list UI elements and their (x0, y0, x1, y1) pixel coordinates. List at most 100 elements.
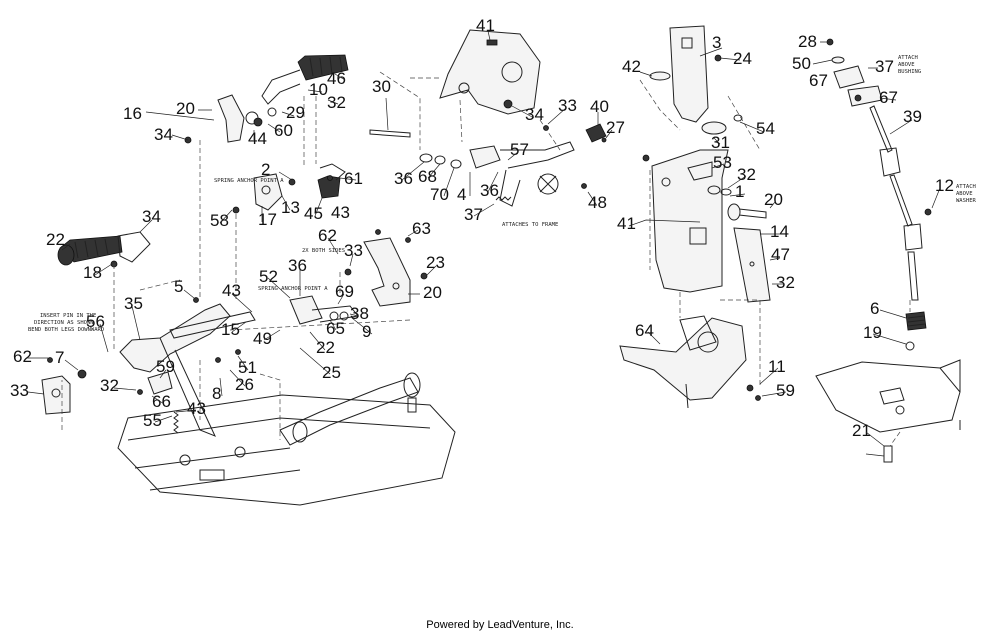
callout-64: 19 (863, 323, 882, 342)
callout-70: 4 (457, 185, 466, 204)
callout-56: 15 (221, 320, 240, 339)
callout-43-low: 55 (143, 411, 162, 430)
callout-63: 62 (318, 226, 337, 245)
callout-10: 10 (309, 80, 328, 99)
left-assembly (41, 54, 456, 506)
callout-40: 40 (590, 97, 609, 116)
callout-9: 64 (635, 321, 654, 340)
callout-8: 26 (235, 375, 254, 394)
bracket-18 (363, 237, 411, 307)
annotations: SPRING ANCHOR POINT A SPRING ANCHOR POIN… (28, 55, 977, 333)
callout-28: 28 (798, 32, 817, 51)
bracket-2 (687, 161, 713, 181)
note-both-sides: 2X BOTH SIDES (302, 248, 345, 254)
callout-1: 20 (764, 190, 783, 209)
callout-42-top: 42 (622, 57, 641, 76)
callout-7: 59 (156, 357, 175, 376)
link-16 (217, 94, 245, 143)
callout-20-top: 20 (176, 99, 195, 118)
callout-13: 45 (304, 204, 323, 223)
callout-20-mid: 17 (258, 210, 277, 229)
callout-44: 44 (248, 129, 267, 148)
column-bracket-3 (669, 25, 709, 123)
note-spring-anchor-1: SPRING ANCHOR POINT A (214, 178, 284, 184)
callout-69: 38 (350, 304, 369, 323)
washer-42-top (649, 71, 671, 81)
note-insert-pin-1: INSERT PIN IN THE (40, 313, 96, 319)
callout-35: 56 (86, 312, 105, 331)
callout-34-center: 34 (525, 105, 544, 124)
callout-59-left: 66 (152, 392, 171, 411)
floor-pan (117, 394, 456, 506)
callout-42-mid: 31 (711, 133, 730, 152)
washer-42-bottom (701, 121, 727, 135)
note-spring-anchor-2: SPRING ANCHOR POINT A (258, 286, 328, 292)
callout-29: 29 (286, 103, 305, 122)
callout-41: 41 (476, 16, 495, 35)
note-attach-bushing-2: ABOVE (898, 62, 915, 68)
callout-33-center: 33 (558, 96, 577, 115)
pinion-gear-38 (905, 311, 927, 331)
bracket-7 (147, 371, 173, 395)
callout-34-mid: 58 (210, 211, 229, 230)
callout-24: 24 (733, 49, 752, 68)
callout-50: 50 (792, 54, 811, 73)
bracket-41-top (439, 29, 541, 115)
bracket-57 (253, 173, 283, 211)
callout-66: 43 (187, 399, 206, 418)
callout-65: 9 (362, 322, 371, 341)
callout-6: 35 (124, 294, 143, 313)
callout-58: 41 (617, 214, 636, 233)
callout-36-right: 48 (588, 193, 607, 212)
callout-62-left: 7 (55, 348, 64, 367)
callout-36-mid: 69 (335, 282, 354, 301)
note-attach-washer-3: WASHER (956, 198, 977, 204)
bracket-67 (847, 85, 883, 107)
callout-36-center: 68 (418, 167, 437, 186)
steering-assembly (815, 38, 961, 463)
steering-shaft-39 (869, 105, 893, 153)
rod-30 (369, 129, 411, 138)
callout-51: 11 (768, 357, 786, 376)
callout-17: 13 (281, 198, 300, 217)
callout-30: 30 (372, 77, 391, 96)
center-assembly (369, 29, 607, 207)
bushing-67-top (833, 65, 865, 89)
callout-38: 6 (870, 299, 879, 318)
leader-lines (27, 30, 941, 457)
callout-26: 25 (322, 363, 341, 382)
plate-41 (651, 149, 729, 293)
callout-20-low: 5 (174, 277, 183, 296)
callout-54: 54 (756, 119, 775, 138)
note-insert-pin-3: BEND BOTH LEGS DOWNWARD (28, 327, 104, 333)
callout-3: 3 (712, 33, 721, 52)
note-attach-bushing-3: BUSHING (898, 69, 921, 75)
cross-shaft (169, 311, 256, 339)
note-attaches-to-frame: ATTACHES TO FRAME (502, 222, 558, 228)
strip-14 (733, 227, 771, 303)
callout-32-left: 18 (83, 263, 102, 282)
note-insert-pin-2: DIRECTION AS SHOWN (34, 320, 94, 326)
callout-43-mid: 52 (259, 267, 278, 286)
callout-46: 46 (327, 69, 346, 88)
spring-43-lower (173, 411, 179, 434)
column-assembly (619, 25, 771, 409)
callout-18: 20 (423, 283, 442, 302)
callout-numbers: 41 3 24 28 42 50 67 37 30 46 10 32 33 40… (10, 16, 954, 440)
drive-tube (279, 377, 419, 446)
callout-5: 43 (222, 281, 241, 300)
callout-4: 36 (480, 181, 499, 200)
callout-45: 43 (331, 203, 350, 222)
callout-67-right: 67 (879, 88, 898, 107)
note-attach-washer-1: ATTACH (956, 184, 976, 190)
bracket-11 (41, 375, 71, 415)
arm-31 (469, 145, 501, 169)
callout-12: 34 (142, 207, 161, 226)
callout-34-left: 34 (154, 125, 173, 144)
callout-37-right: 12 (935, 176, 954, 195)
callout-23: 32 (776, 273, 795, 292)
callout-43-center: 37 (464, 205, 483, 224)
callout-47: 22 (46, 230, 65, 249)
callout-11: 33 (10, 381, 29, 400)
